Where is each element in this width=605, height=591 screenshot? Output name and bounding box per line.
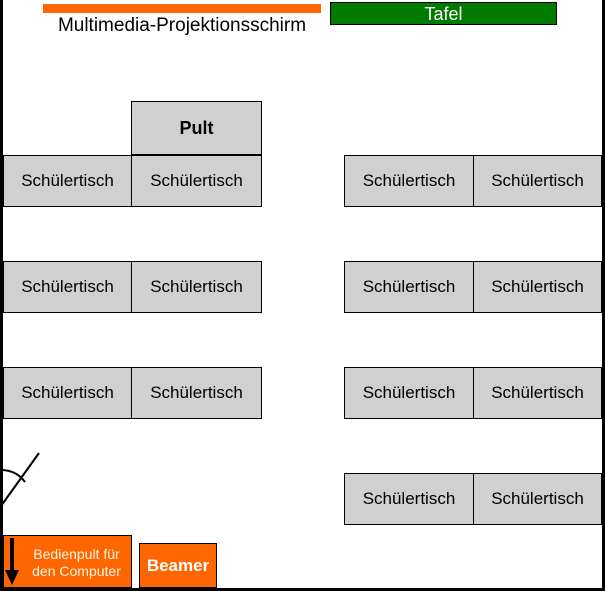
student-desk: Schülertisch	[344, 261, 474, 313]
student-desk: Schülertisch	[473, 155, 602, 207]
wall-left	[0, 0, 3, 591]
student-desk: Schülertisch	[131, 367, 262, 419]
student-desk: Schülertisch	[473, 473, 602, 525]
student-desk: Schülertisch	[473, 367, 602, 419]
console-label-line1: Bedienpult für	[33, 546, 120, 562]
teacher-desk: Pult	[131, 101, 262, 155]
student-desk: Schülertisch	[473, 261, 602, 313]
student-desk: Schülertisch	[344, 473, 474, 525]
arrow-down-icon	[5, 538, 19, 585]
student-desk: Schülertisch	[344, 155, 474, 207]
projection-screen-label: Multimedia-Projektionsschirm	[57, 15, 307, 36]
beamer: Beamer	[139, 543, 217, 588]
student-desk: Schülertisch	[3, 261, 132, 313]
wall-bottom	[0, 588, 605, 591]
student-desk: Schülertisch	[3, 367, 132, 419]
computer-console: Bedienpult für den Computer	[3, 535, 132, 588]
student-desk: Schülertisch	[3, 155, 132, 207]
blackboard: Tafel	[330, 2, 557, 25]
wall-right	[602, 0, 605, 591]
student-desk: Schülertisch	[344, 367, 474, 419]
student-desk: Schülertisch	[131, 155, 262, 207]
door-swing-icon	[0, 452, 40, 507]
student-desk: Schülertisch	[131, 261, 262, 313]
projection-screen	[43, 4, 321, 13]
console-label-line2: den Computer	[32, 563, 121, 579]
